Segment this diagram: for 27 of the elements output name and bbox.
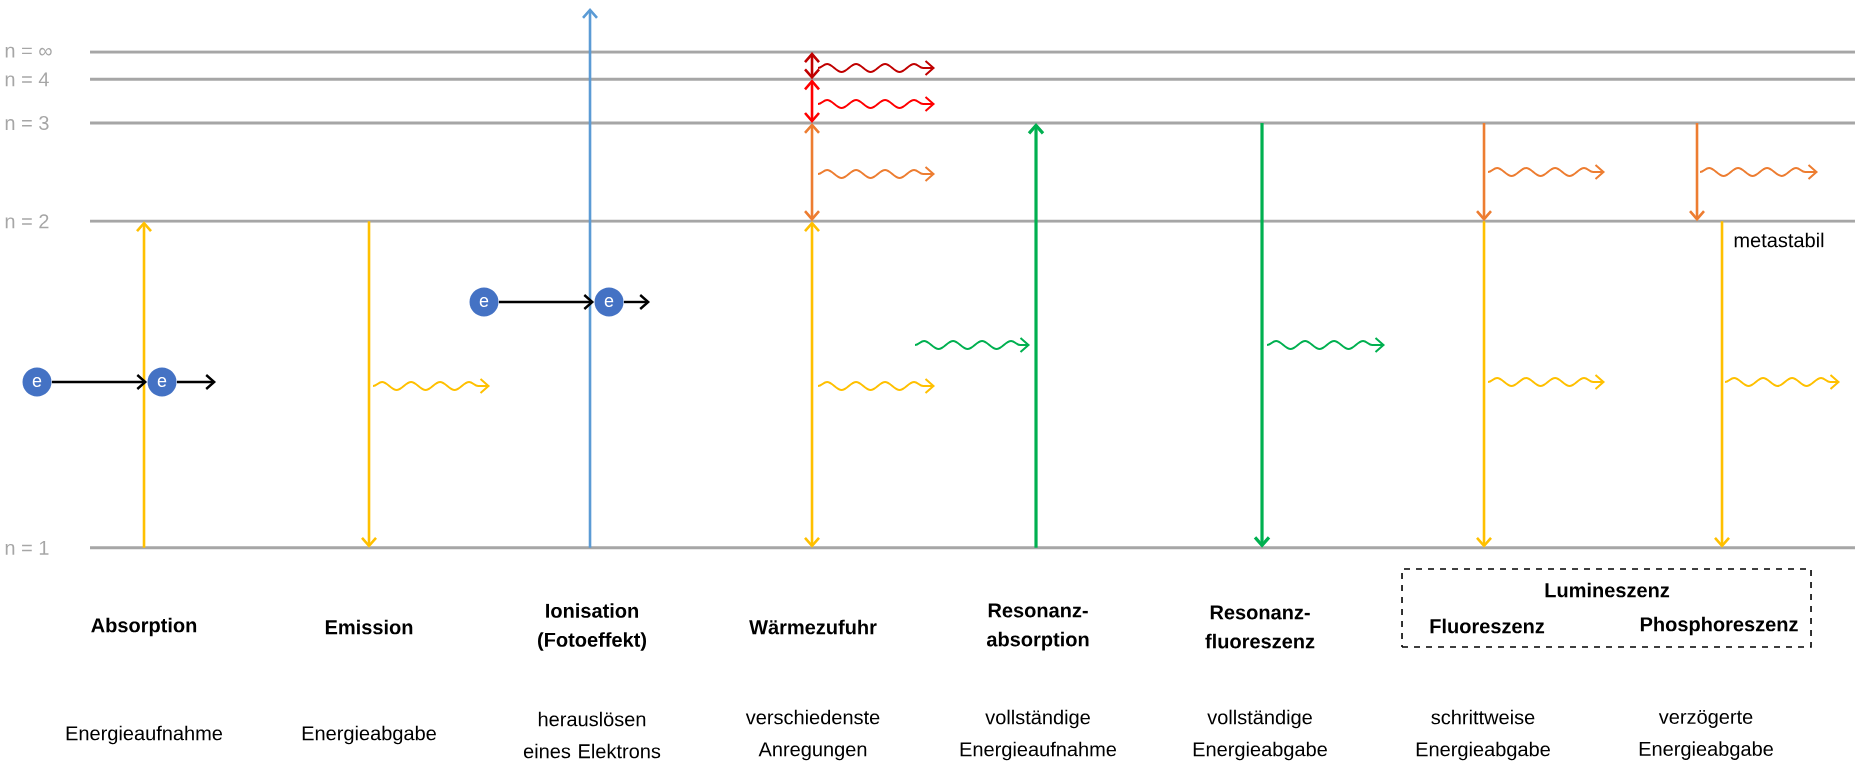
process-description: verzögerte Energieabgabe — [1639, 710, 1773, 760]
process-description: schrittweise Energieabgabe — [1416, 709, 1550, 761]
process-title: Wärmezufuhr — [749, 619, 877, 635]
process-title: Resonanz-fluoreszenz — [1205, 605, 1315, 649]
arrow — [498, 294, 595, 310]
arrow — [176, 374, 217, 390]
group-title: Lumineszenz — [1545, 582, 1670, 598]
process-description: Energieaufnahme — [66, 725, 223, 745]
process-title: Resonanz-absorption — [986, 603, 1089, 651]
level-label: n = ∞ — [5, 46, 52, 58]
group-title: Fluoreszenz — [1430, 618, 1545, 634]
process-title: Absorption — [91, 617, 197, 637]
level-label: n = 2 — [5, 214, 49, 229]
level-label: n = 3 — [5, 115, 49, 131]
process-title: Ionisation (Fotoeffekt) — [538, 603, 646, 651]
process-title: Emission — [325, 619, 413, 635]
process-description: herauslösen eines Elektrons — [523, 711, 661, 759]
process-description: vollständige Energieaufnahme — [960, 709, 1117, 761]
process-description: vollständige Energieabgabe — [1193, 709, 1327, 761]
process-description: Energieabgabe — [302, 725, 436, 745]
level-label: n = 4 — [5, 72, 49, 87]
arrow — [51, 374, 148, 390]
level-label: n = 1 — [5, 540, 49, 555]
process-description: verschiedenste Anregungen — [745, 709, 880, 761]
arrow — [623, 294, 651, 310]
state-label: metastabil — [1734, 232, 1824, 248]
group-title: Phosphoreszenz — [1640, 616, 1798, 636]
